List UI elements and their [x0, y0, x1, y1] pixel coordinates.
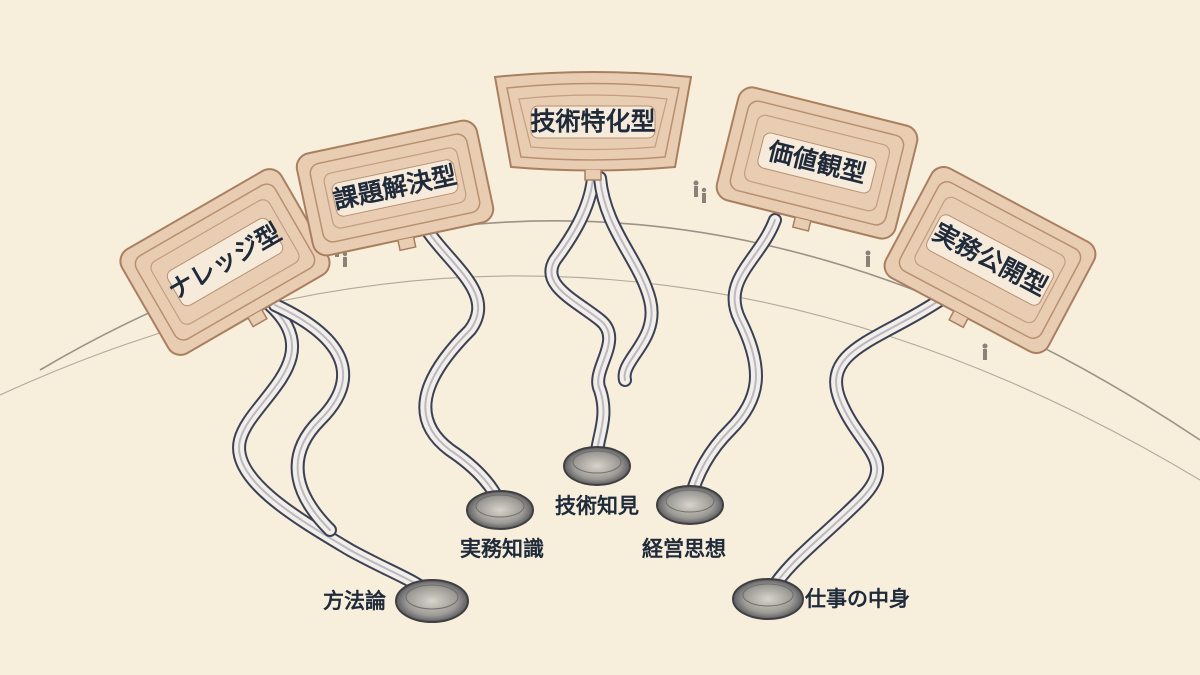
holes-layer: 方法論 実務知識 技術知見 経営思想 仕事の中身: [323, 446, 910, 623]
sign-label-tech: 技術特化型: [530, 107, 655, 136]
hole-label-mgmt: 経営思想: [642, 537, 726, 561]
hole-techinsight: 技術知見: [555, 446, 639, 518]
hole-practical: 実務知識: [460, 490, 544, 561]
hole-work: 仕事の中身: [732, 578, 910, 620]
hole-label-techinsight: 技術知見: [555, 494, 639, 518]
hole-label-practical: 実務知識: [460, 537, 544, 561]
sign-problem: 課題解決型: [295, 119, 495, 257]
sign-knowledge: ナレッジ型: [119, 168, 331, 356]
hole-mgmt: 経営思想: [642, 485, 726, 561]
river-tech-branch-center: [599, 177, 653, 381]
sign-practice: 実務公開型: [883, 165, 1097, 355]
river-knowledge-center: [238, 304, 433, 596]
river-tech-center: [550, 177, 611, 461]
signs-layer: ナレッジ型 課題解決型 技術特化型 価値観型: [119, 71, 1097, 356]
sign-values: 価値観型: [715, 86, 919, 240]
river-practice-center: [769, 299, 941, 593]
river-knowledge-branch-center: [274, 304, 345, 531]
river-practice-fill: [765, 295, 945, 597]
hole-method: 方法論: [323, 579, 469, 623]
hole-label-method: 方法論: [323, 589, 387, 613]
sign-tech: 技術特化型: [493, 71, 693, 181]
river-values-fill: [685, 215, 780, 505]
river-problem-center: [417, 214, 501, 506]
river-values-center: [689, 219, 776, 501]
connection-paths: [232, 171, 947, 602]
hole-label-work: 仕事の中身: [804, 587, 910, 611]
